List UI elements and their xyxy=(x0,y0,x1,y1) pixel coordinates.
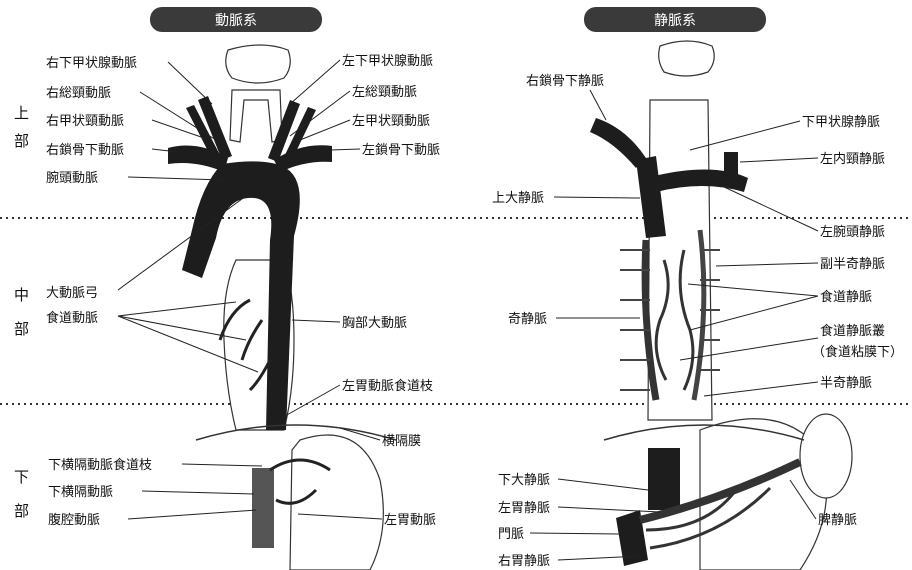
venous-header: 静脈系 xyxy=(654,13,696,29)
larynx-outline-right xyxy=(659,41,715,76)
label-r-gastric-v: 右胃静脈 xyxy=(498,554,550,569)
label-celiac-a: 腹腔動脈 xyxy=(48,512,100,528)
venous-panel: 静脈系 右鎖骨下静脈 下甲状腺静脈 左内頸静脈 上大静脈 左腕頭静脈 副半奇静脈… xyxy=(492,7,903,570)
label-brachiocephalic-a: 腕頭動脈 xyxy=(46,170,98,186)
leader-ivc xyxy=(558,479,648,490)
arterial-header: 動脈系 xyxy=(215,13,257,29)
label-svc: 上大静脈 xyxy=(492,191,544,206)
label-l-brachiocephalic-v: 左腕頭静脈 xyxy=(820,224,885,240)
label-azygos-v: 奇静脈 xyxy=(508,311,547,327)
label-r-subclavian-a: 右鎖骨下動脈 xyxy=(46,142,124,158)
leader-l-internal-jugular-v xyxy=(740,158,818,162)
ivc-vein xyxy=(648,448,680,510)
label-esophageal-v: 食道静脈 xyxy=(820,289,872,305)
leader-aortic-arch xyxy=(118,196,246,290)
arterial-panel: 動脈系 上 部 中 部 下 部 右下甲状腺動脈 右総頸動脈 右甲状頸動脈 xyxy=(14,7,440,570)
trachea-outline xyxy=(230,90,282,142)
label-r-common-carotid-a: 右総頸動脈 xyxy=(46,86,111,101)
l-internal-jugular-vein xyxy=(724,152,738,180)
label-diaphragm: 横隔膜 xyxy=(382,434,421,449)
label-esoph-venous-plexus-sub: （食道粘膜下） xyxy=(812,344,903,360)
leader-l-inf-thyroid-a xyxy=(290,60,340,104)
region-middle-1: 中 xyxy=(14,286,29,304)
leader-r-inf-thyroid-a xyxy=(168,62,212,104)
leader-l-gastric-v xyxy=(558,507,660,512)
leader-brachiocephalic-a xyxy=(128,177,224,180)
label-l-common-carotid-a: 左総頸動脈 xyxy=(352,85,417,100)
label-r-inf-thyroid-a: 右下甲状腺動脈 xyxy=(46,56,137,71)
leader-l-brachiocephalic-v xyxy=(722,186,818,231)
larynx-outline xyxy=(226,45,291,83)
label-l-gastric-v: 左胃静脈 xyxy=(498,501,550,516)
region-lower-1: 下 xyxy=(14,468,29,486)
leader-r-subclavian-v xyxy=(590,90,606,120)
diaphragm-left xyxy=(196,425,396,440)
label-thoracic-aorta: 胸部大動脈 xyxy=(342,316,407,331)
label-l-gastric-esoph-branch: 左胃動脈食道枝 xyxy=(342,378,433,394)
label-portal-v: 門脈 xyxy=(498,527,524,542)
leader-inf-phrenic-a xyxy=(142,491,254,494)
region-upper-1: 上 xyxy=(14,104,29,122)
leader-l-subclavian-a xyxy=(330,149,360,150)
region-upper-2: 部 xyxy=(14,132,29,150)
label-hemiazygos-v: 半奇静脈 xyxy=(820,375,872,391)
label-inf-phrenic-esoph-branch: 下横隔動脈食道枝 xyxy=(48,457,152,473)
label-r-thyroid-carotid-a: 右甲状頸動脈 xyxy=(46,114,124,129)
label-esoph-venous-plexus: 食道静脈叢 xyxy=(820,323,885,339)
label-ivc: 下大静脈 xyxy=(498,473,550,488)
leader-inf-phrenic-esoph-branch xyxy=(182,464,262,466)
label-esophageal-a: 食道動脈 xyxy=(46,310,98,326)
stomach-outline-left xyxy=(290,435,383,570)
region-middle-2: 部 xyxy=(14,320,29,338)
abdominal-aorta-vessel xyxy=(252,468,274,548)
label-l-subclavian-a: 左鎖骨下動脈 xyxy=(362,142,440,158)
label-splenic-v: 脾静脈 xyxy=(818,513,857,528)
spleen-outline xyxy=(800,414,852,498)
label-r-subclavian-v: 右鎖骨下静脈 xyxy=(526,73,604,89)
label-l-gastric-a: 左胃動脈 xyxy=(384,513,436,528)
leader-accessory-hemiazygos-v xyxy=(716,263,818,266)
leader-svc xyxy=(554,197,640,198)
label-accessory-hemiazygos-v: 副半奇静脈 xyxy=(820,256,885,272)
label-inf-thyroid-v: 下甲状腺静脈 xyxy=(802,115,880,130)
leader-hemiazygos-v xyxy=(704,382,818,396)
leader-thoracic-aorta xyxy=(292,320,340,322)
label-inf-phrenic-a: 下横隔動脈 xyxy=(48,485,113,500)
leader-celiac-a xyxy=(128,510,256,519)
label-l-inf-thyroid-a: 左下甲状腺動脈 xyxy=(342,54,433,69)
label-aortic-arch: 大動脈弓 xyxy=(46,286,98,301)
label-l-internal-jugular-v: 左内頸静脈 xyxy=(820,151,885,167)
region-lower-2: 部 xyxy=(14,502,29,520)
label-l-thyroid-carotid-a: 左甲状頸動脈 xyxy=(352,114,430,129)
leader-l-common-carotid-a xyxy=(290,91,350,136)
leader-portal-v xyxy=(530,533,620,534)
